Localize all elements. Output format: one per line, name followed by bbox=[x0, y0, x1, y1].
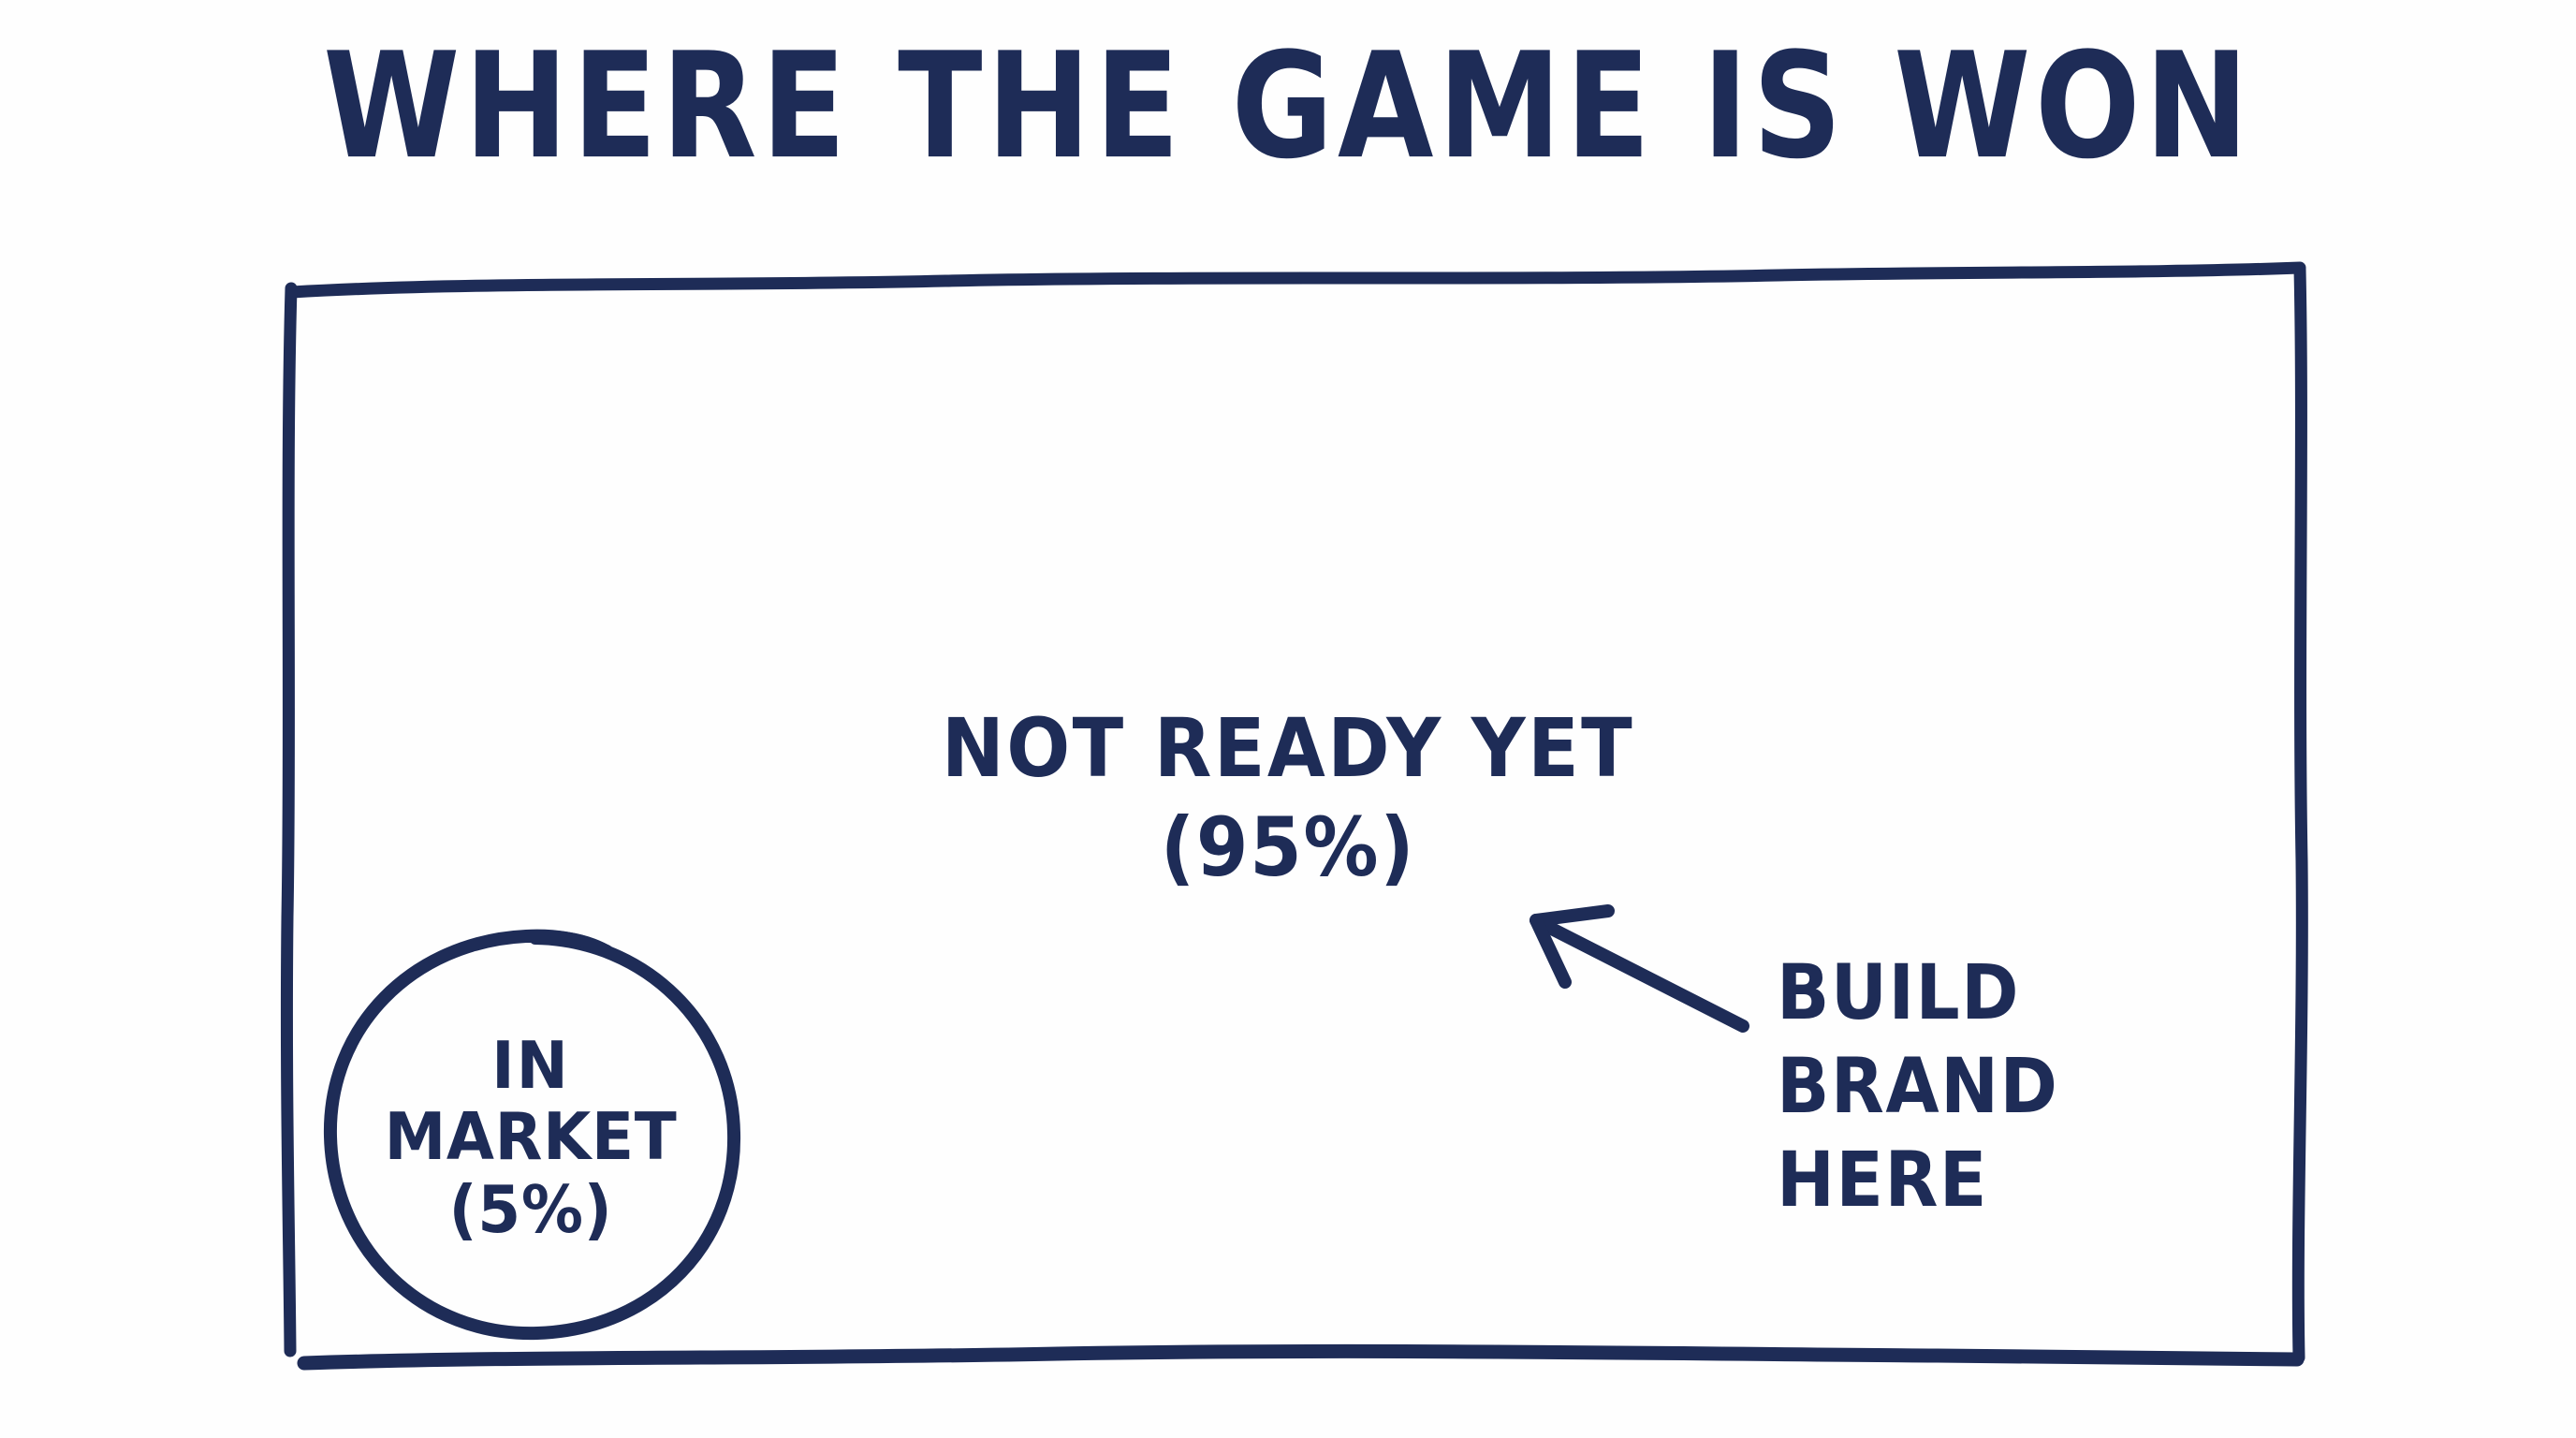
in-market-label: IN MARKET (5%) bbox=[329, 1028, 732, 1248]
in-market-line-market: MARKET bbox=[384, 1099, 678, 1175]
not-ready-yet-text: NOT READY YET bbox=[941, 701, 1635, 796]
callout-line-build: BUILD bbox=[1777, 948, 2021, 1037]
not-ready-yet-label: NOT READY YET (95%) bbox=[0, 701, 2576, 895]
callout-line-here: HERE bbox=[1777, 1136, 1988, 1225]
build-brand-arrow bbox=[1530, 904, 1749, 1033]
page-title: WHERE THE GAME IS WON bbox=[323, 21, 2253, 192]
in-market-line-in: IN bbox=[491, 1028, 570, 1104]
build-brand-here-callout: BUILD BRAND HERE bbox=[1777, 948, 2076, 1218]
in-market-percent: (5%) bbox=[448, 1171, 613, 1248]
callout-line-brand: BRAND bbox=[1777, 1042, 2059, 1131]
not-ready-yet-percent: (95%) bbox=[1160, 800, 1416, 895]
